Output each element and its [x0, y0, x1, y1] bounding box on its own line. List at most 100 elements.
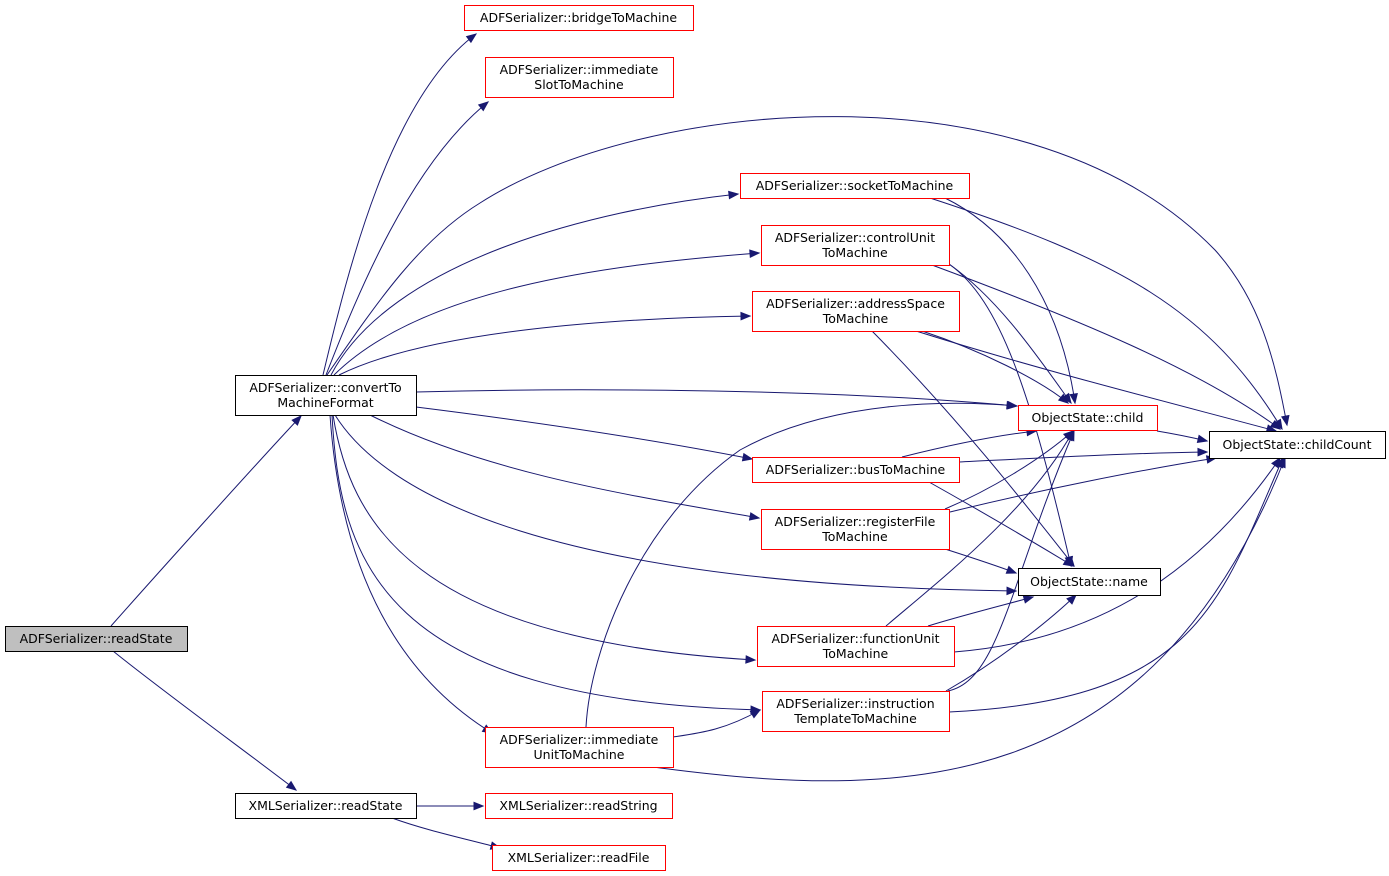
edge-functionUnit-to-name	[927, 595, 1035, 627]
edge-line	[330, 193, 739, 376]
node-box	[761, 509, 950, 550]
edge-arrowhead	[285, 780, 298, 791]
edge-line	[325, 101, 489, 376]
node-label: XMLSerializer::readState	[249, 798, 403, 813]
edge-addressSpace-to-child	[921, 330, 1070, 404]
edge-arrowhead	[1196, 434, 1209, 444]
node-box	[235, 793, 417, 819]
edge-arrowhead	[740, 311, 752, 321]
node-box	[485, 727, 674, 768]
node-bus[interactable]: ADFSerializer::busToMachine	[752, 457, 960, 483]
edge-line	[944, 197, 1076, 404]
node-label: XMLSerializer::readFile	[508, 850, 650, 865]
edge-xmlReadState-to-readFile	[391, 817, 502, 850]
node-readString[interactable]: XMLSerializer::readString	[485, 793, 673, 819]
edge-line	[112, 650, 297, 791]
edges-layer	[110, 33, 1290, 850]
edge-arrowhead	[473, 801, 485, 811]
edge-arrowhead	[749, 709, 762, 719]
edge-convertTo-to-functionUnit	[332, 414, 757, 664]
node-label: UnitToMachine	[534, 747, 625, 762]
edge-line	[931, 264, 1281, 430]
node-name[interactable]: ObjectState::name	[1018, 568, 1161, 596]
node-label: ADFSerializer::immediate	[500, 62, 659, 77]
edge-convertTo-to-bus	[415, 406, 754, 462]
edge-convertTo-to-name	[334, 414, 1018, 596]
node-label: ADFSerializer::controlUnit	[775, 230, 935, 245]
edge-convertTo-to-immSlot	[325, 101, 490, 376]
edge-line	[885, 430, 1074, 627]
edge-line	[338, 315, 751, 376]
edge-arrowhead	[291, 415, 302, 426]
edge-bus-to-childCount	[958, 447, 1209, 463]
edge-immUnit-to-childCount	[652, 456, 1286, 782]
edge-line	[329, 414, 493, 734]
edge-line	[326, 116, 1288, 426]
edge-line	[944, 430, 1074, 510]
edge-bus-to-child	[901, 427, 1038, 458]
node-bridge[interactable]: ADFSerializer::bridgeToMachine	[464, 5, 694, 31]
edge-arrowhead	[741, 452, 754, 462]
edge-child-to-childCount	[1156, 430, 1209, 444]
edge-socket-to-child	[944, 197, 1078, 405]
edge-arrowhead	[748, 512, 761, 521]
node-childCount[interactable]: ObjectState::childCount	[1209, 431, 1386, 459]
edge-line	[332, 414, 756, 661]
edge-socket-to-childCount	[929, 197, 1283, 431]
node-label: ADFSerializer::readState	[20, 631, 173, 646]
edge-arrowhead	[1066, 429, 1075, 442]
edge-line	[334, 414, 1017, 592]
edge-convertTo-to-controlUnit	[333, 249, 761, 376]
node-label: ObjectState::name	[1030, 574, 1148, 589]
node-box	[492, 845, 666, 871]
node-box	[485, 793, 673, 819]
node-label: ADFSerializer::socketToMachine	[756, 178, 954, 193]
node-label: ADFSerializer::instruction	[776, 696, 934, 711]
edge-arrowhead	[1269, 419, 1282, 430]
node-instrTemplate[interactable]: ADFSerializer::instructionTemplateToMach…	[762, 691, 950, 732]
edge-line	[322, 33, 477, 376]
node-label: ToMachine	[821, 529, 888, 544]
edge-line	[948, 263, 1072, 567]
edge-readState-to-convertTo	[110, 415, 302, 627]
edge-arrowhead	[749, 249, 761, 259]
edge-line	[944, 548, 1017, 574]
node-readFile[interactable]: XMLSerializer::readFile	[492, 845, 666, 871]
edge-arrowhead	[1066, 594, 1077, 605]
edge-registerFile-to-childCount	[949, 455, 1218, 513]
edge-arrowhead	[1022, 595, 1035, 604]
node-box	[464, 5, 694, 31]
node-socket[interactable]: ADFSerializer::socketToMachine	[740, 173, 970, 199]
edge-line	[415, 389, 1017, 407]
edge-arrowhead	[1281, 414, 1290, 427]
node-box	[762, 691, 950, 732]
edge-controlUnit-to-child	[948, 263, 1072, 405]
edge-convertTo-to-childCount	[326, 116, 1290, 427]
edge-line	[672, 709, 761, 738]
edge-controlUnit-to-childCount	[931, 264, 1282, 430]
node-label: MachineFormat	[277, 395, 373, 410]
edge-line	[110, 415, 302, 627]
edge-line	[901, 430, 1037, 458]
edge-line	[948, 457, 1284, 713]
node-box	[761, 225, 950, 266]
node-child[interactable]: ObjectState::child	[1018, 405, 1158, 431]
edge-line	[945, 594, 1077, 692]
node-label: XMLSerializer::readString	[499, 798, 657, 813]
node-label: ObjectState::childCount	[1222, 437, 1371, 452]
node-box	[5, 626, 188, 652]
edge-instrTemplate-to-name	[945, 594, 1077, 692]
edge-line	[369, 414, 760, 519]
node-xmlReadState[interactable]: XMLSerializer::readState	[235, 793, 417, 819]
node-box	[757, 626, 955, 667]
edge-xmlReadState-to-readString	[416, 801, 485, 811]
edge-line	[585, 402, 1018, 728]
edge-arrowhead	[728, 190, 740, 200]
